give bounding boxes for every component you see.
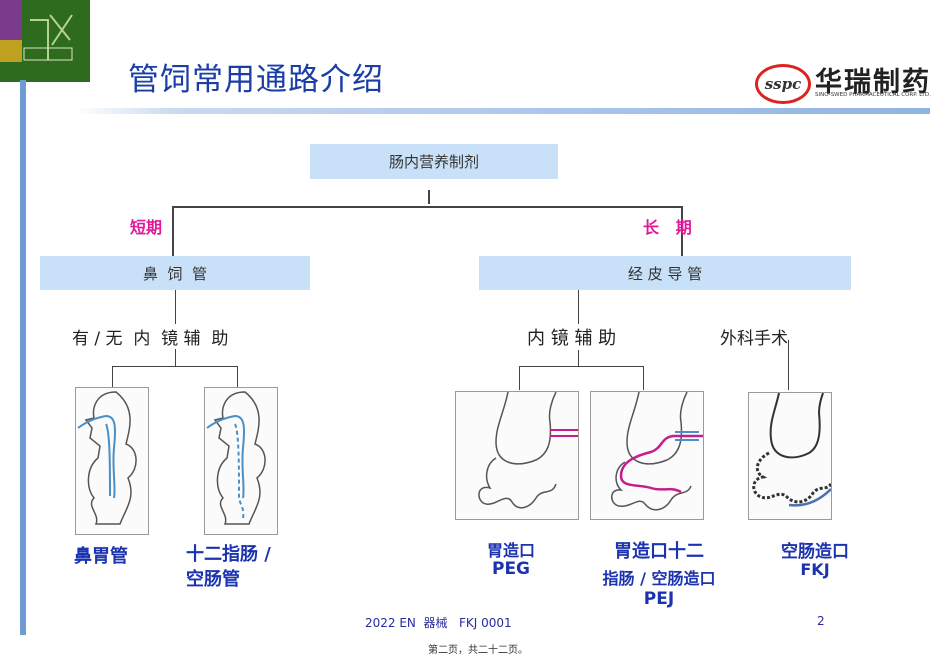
caption-nj-line1: 十二指肠 /: [186, 544, 271, 565]
connector: [681, 206, 683, 256]
ngt-illustration: [75, 387, 149, 535]
endoscopy-label: 内 镜 辅 助: [523, 324, 621, 350]
root-box: 肠内营养制剂: [310, 144, 558, 179]
connector: [519, 366, 520, 390]
connector: [112, 366, 238, 367]
surgery-label: 外科手术: [720, 329, 788, 349]
nasal-tube-box: 鼻 饲 管: [40, 256, 310, 290]
connector: [643, 366, 644, 390]
caption-nj-line2: 空肠管: [186, 569, 240, 590]
page-title: 管饲常用通路介绍: [128, 62, 384, 98]
caption-fkj-line1: 空肠造口: [781, 542, 849, 562]
slide-number: 2: [817, 614, 825, 628]
title-rule: [74, 108, 930, 114]
percutaneous-box: 经 皮 导 管: [479, 256, 851, 290]
pej-illustration: [590, 391, 704, 520]
caption-pej-line2: 指肠 / 空肠造口: [602, 569, 716, 588]
connector: [172, 206, 174, 256]
connector: [428, 190, 430, 204]
page-label: 第二页，共二十二页。: [428, 645, 528, 656]
logo-badge: sspc: [755, 64, 811, 104]
footer-text: 2022 EN 器械 FKJ 0001: [365, 616, 512, 630]
connector: [788, 340, 789, 390]
connector: [172, 206, 682, 208]
peg-illustration: [455, 391, 579, 520]
caption-peg-line2: PEG: [491, 559, 531, 579]
logo-name-en: SINO-SWED PHARMACEUTICAL CORP. LTD.: [815, 92, 931, 98]
connector: [112, 366, 113, 388]
connector: [237, 366, 238, 388]
caption-ngt: 鼻胃管: [74, 546, 128, 567]
nj-illustration: [204, 387, 278, 535]
short-term-label: 短期: [130, 218, 163, 237]
caption-peg-line1: 胃造口: [486, 541, 535, 560]
caption-pej-line3: PEJ: [643, 589, 675, 609]
long-term-label: 长 期: [643, 218, 692, 237]
caption-pej-line1: 胃造口十二: [614, 541, 704, 562]
caption-fkj-line2: FKJ: [800, 560, 830, 579]
fkj-illustration: [748, 392, 833, 520]
endoscopy-optional-label: 有 / 无 内 镜 辅 助: [70, 324, 231, 349]
left-accent-bar: [20, 80, 26, 635]
logo-name-cn: 华瑞制药: [815, 67, 931, 98]
corner-image: [0, 0, 90, 82]
connector: [519, 366, 643, 367]
